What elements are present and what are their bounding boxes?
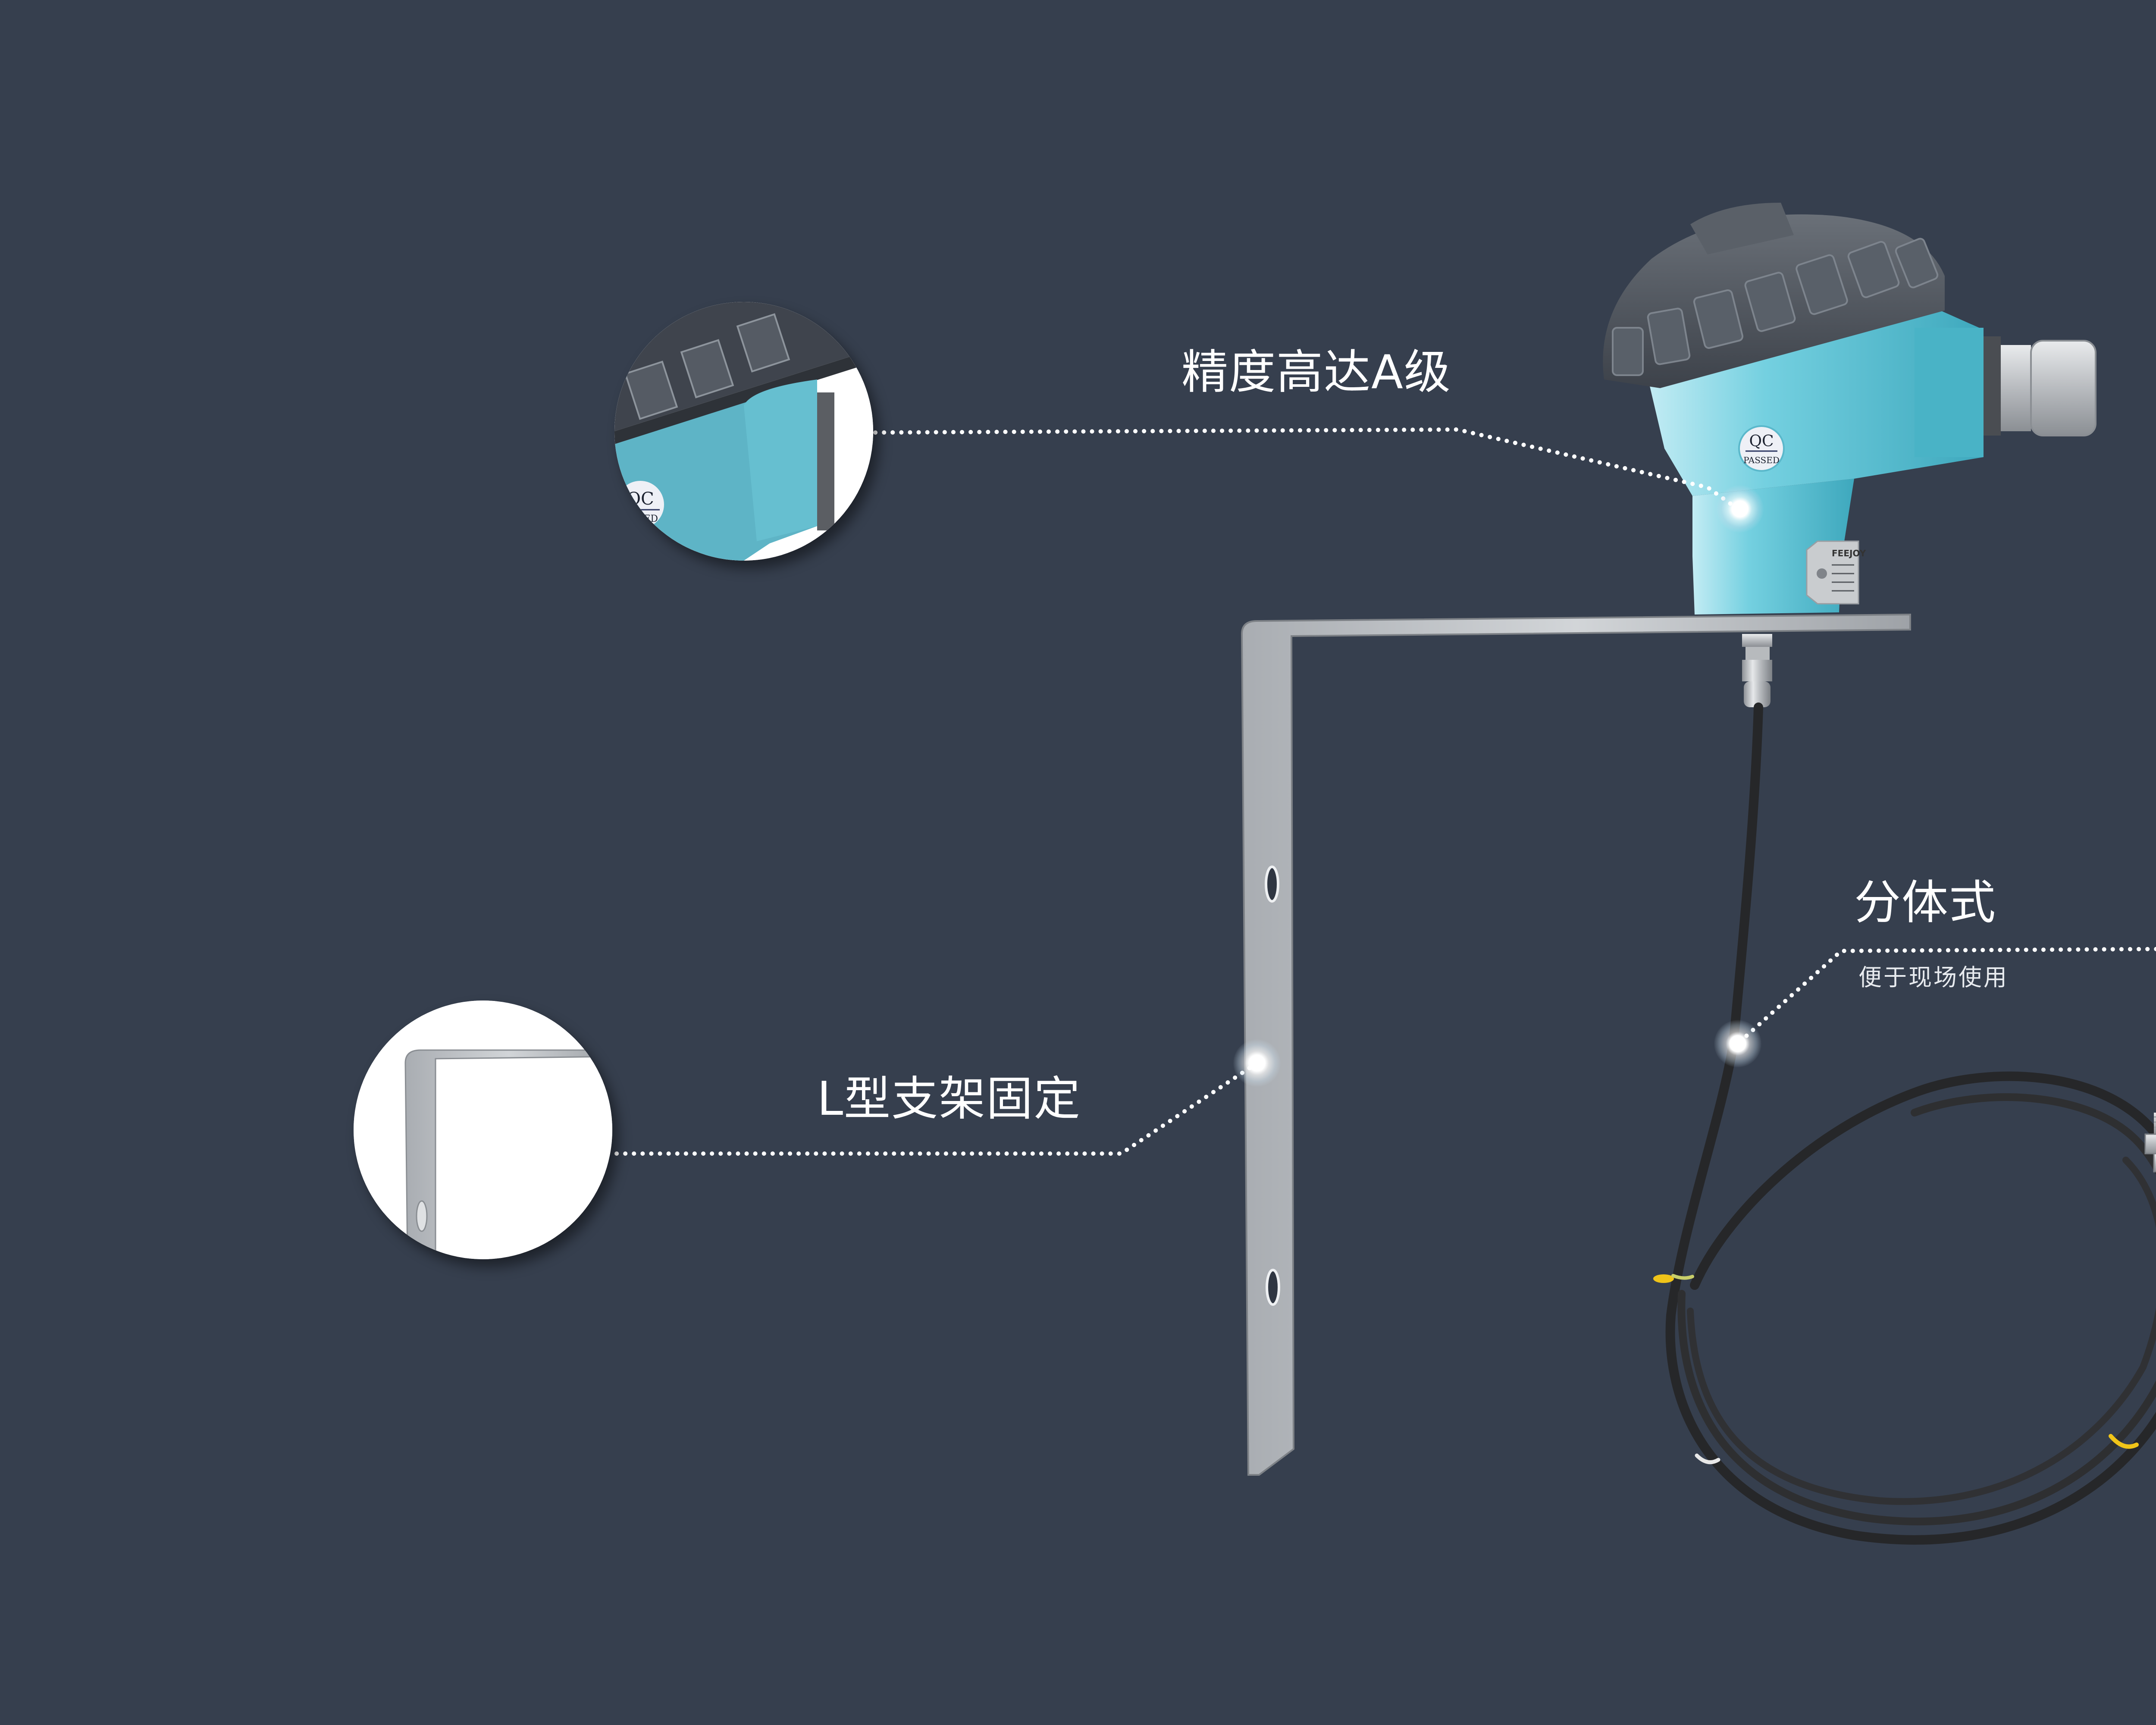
temperature-probe (2144, 1113, 2156, 1173)
hotspot-split-type[interactable] (1714, 1020, 1761, 1067)
leader-bracket (614, 1061, 1259, 1156)
leader-split-type (1736, 947, 2156, 1046)
svg-text:QC: QC (1749, 433, 1774, 450)
callout-title-bracket: L型支架固定 (817, 1072, 1081, 1126)
inset-l-bracket (354, 1000, 612, 1259)
svg-text:FEEJOY: FEEJOY (1832, 548, 1866, 558)
extension-cable (1653, 703, 2156, 1545)
l-bracket-detail-image (354, 1000, 612, 1259)
leader-accuracy (873, 427, 1740, 511)
bottom-cable-gland (1742, 634, 1772, 707)
junction-head: QC PASSED FEEJOY (1603, 203, 2096, 615)
junction-head-detail-image: QC PASSED (614, 302, 873, 561)
hotspot-accuracy[interactable] (1716, 485, 1764, 533)
callout-subtitle-split-type: 便于现场使用 (1858, 964, 2009, 991)
hotspot-bracket[interactable] (1233, 1039, 1281, 1087)
callout-title-accuracy: 精度高达A级 (1181, 345, 1451, 399)
callout-title-split-type: 分体式 (1854, 876, 1997, 930)
svg-text:PASSED: PASSED (1743, 455, 1780, 465)
l-bracket (1241, 613, 1911, 1476)
inset-junction-head: QC PASSED (614, 302, 873, 561)
nameplate: FEEJOY (1806, 540, 1866, 605)
qc-passed-sticker: QC PASSED (1738, 425, 1785, 472)
leader-lines (614, 427, 2156, 1156)
